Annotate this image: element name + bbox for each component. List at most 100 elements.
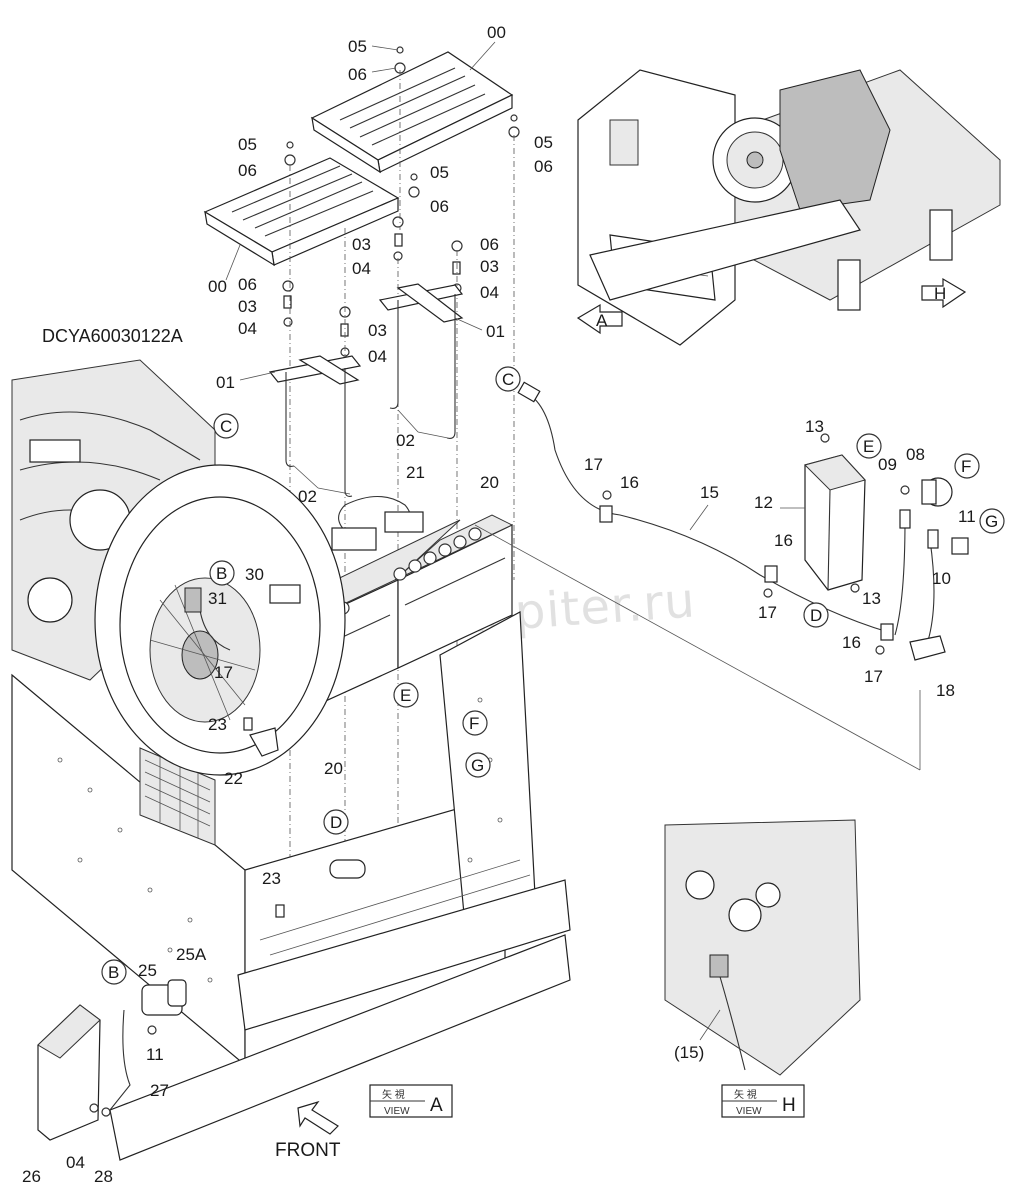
view-box-h-letter: H [782, 1095, 796, 1116]
marker-g: G [985, 512, 998, 531]
callout: 06 [348, 65, 367, 84]
callout: 30 [245, 565, 264, 584]
callout: 08 [906, 445, 925, 464]
callout: 15 [700, 483, 719, 502]
callout: 00 [487, 23, 506, 42]
view-arrow-h-letter: H [934, 284, 946, 303]
grille [144, 755, 211, 838]
view-markers: C C B B E E F F G G D D [101, 366, 1005, 985]
marker-f: F [961, 457, 971, 476]
battery-hold-down-rods [285, 294, 456, 497]
callout: 17 [214, 663, 233, 682]
callout: 10 [932, 569, 951, 588]
marker-b: B [216, 564, 227, 583]
view-box-h-kanji: 矢 視 [734, 1088, 757, 1101]
callout: 18 [936, 681, 955, 700]
callout: 23 [262, 869, 281, 888]
callout: 02 [396, 431, 415, 450]
battery-cable-30-31 [184, 584, 301, 651]
callout: 04 [480, 283, 499, 302]
battery-cover-plate-upper [310, 51, 514, 174]
callout: 06 [480, 235, 499, 254]
marker-f: F [469, 714, 479, 733]
callout: 12 [754, 493, 773, 512]
marker-d: D [330, 813, 342, 832]
callout: 03 [368, 321, 387, 340]
callout: 05 [238, 135, 257, 154]
marker-e: E [863, 437, 874, 456]
callout: 06 [238, 275, 257, 294]
callout: 21 [406, 463, 425, 482]
view-box-h: 矢 視 VIEW H [721, 1084, 805, 1118]
callout: 05 [534, 133, 553, 152]
battery-cable-15 [517, 381, 894, 655]
battery-hold-down-brackets [268, 283, 464, 385]
cable-27 [89, 1009, 131, 1117]
callout: 16 [774, 531, 793, 550]
battery-jumper-cable [331, 496, 424, 551]
fuse-box-cover-12 [804, 433, 866, 593]
callout: 20 [480, 473, 499, 492]
callout: 04 [66, 1153, 85, 1172]
callout: 06 [238, 161, 257, 180]
callout: 11 [958, 507, 976, 526]
callout: 17 [584, 455, 603, 474]
front-direction-arrow: FRONT [275, 1100, 341, 1161]
callout: 01 [486, 322, 505, 341]
callout: 31 [208, 589, 227, 608]
callout: 16 [620, 473, 639, 492]
callout: 02 [298, 487, 317, 506]
bracket-22 [243, 717, 285, 918]
callout: 05 [430, 163, 449, 182]
drawing-code: DCYA60030122A [42, 326, 183, 346]
callout: 13 [805, 417, 824, 436]
marker-e: E [400, 686, 411, 705]
marker-g: G [471, 756, 484, 775]
battery-relay-25 [141, 979, 187, 1035]
front-label: FRONT [275, 1140, 341, 1161]
inset-view-a [577, 69, 1001, 346]
marker-c: C [502, 370, 514, 389]
view-arrow-h: H [921, 277, 967, 309]
view-box-h-view: VIEW [736, 1106, 762, 1117]
callout: 03 [238, 297, 257, 316]
view-box-a-kanji: 矢 視 [382, 1088, 405, 1101]
callout: 28 [94, 1167, 113, 1186]
callout: 22 [224, 769, 243, 788]
callout: 20 [324, 759, 343, 778]
callout: 04 [352, 259, 371, 278]
inset-view-h [664, 819, 861, 1076]
relay-cover-26 [37, 1004, 101, 1141]
callout: 01 [216, 373, 235, 392]
marker-d: D [810, 606, 822, 625]
callout: 05 [348, 37, 367, 56]
leader-lines [474, 524, 921, 771]
marker-c: C [220, 417, 232, 436]
relay-08-and-switch-10 [894, 477, 969, 661]
marker-b: B [108, 963, 119, 982]
cooling-fan-shroud [94, 464, 346, 776]
callout: 11 [146, 1045, 164, 1064]
view-box-a: 矢 視 VIEW A [369, 1084, 453, 1118]
callout-labels: 00 00 05 06 05 06 05 06 05 06 03 04 06 0… [22, 23, 976, 1186]
view-arrow-a-letter: A [596, 311, 608, 330]
frame-holes [57, 697, 503, 983]
callout: 04 [368, 347, 387, 366]
callout: 25 [138, 961, 157, 980]
callout: (15) [674, 1043, 704, 1062]
callout: 16 [842, 633, 861, 652]
callout-leaders [225, 41, 805, 531]
callout: 17 [864, 667, 883, 686]
callout: 13 [862, 589, 881, 608]
view-box-a-letter: A [430, 1095, 443, 1116]
view-box-a-view: VIEW [384, 1106, 410, 1117]
callout: 23 [208, 715, 227, 734]
callout: 27 [150, 1081, 169, 1100]
callout: 06 [430, 197, 449, 216]
callout: 03 [352, 235, 371, 254]
callout: 06 [534, 157, 553, 176]
view-arrow-a: A [576, 303, 623, 335]
battery-cover-plate-lower [203, 157, 400, 267]
callout: 17 [758, 603, 777, 622]
